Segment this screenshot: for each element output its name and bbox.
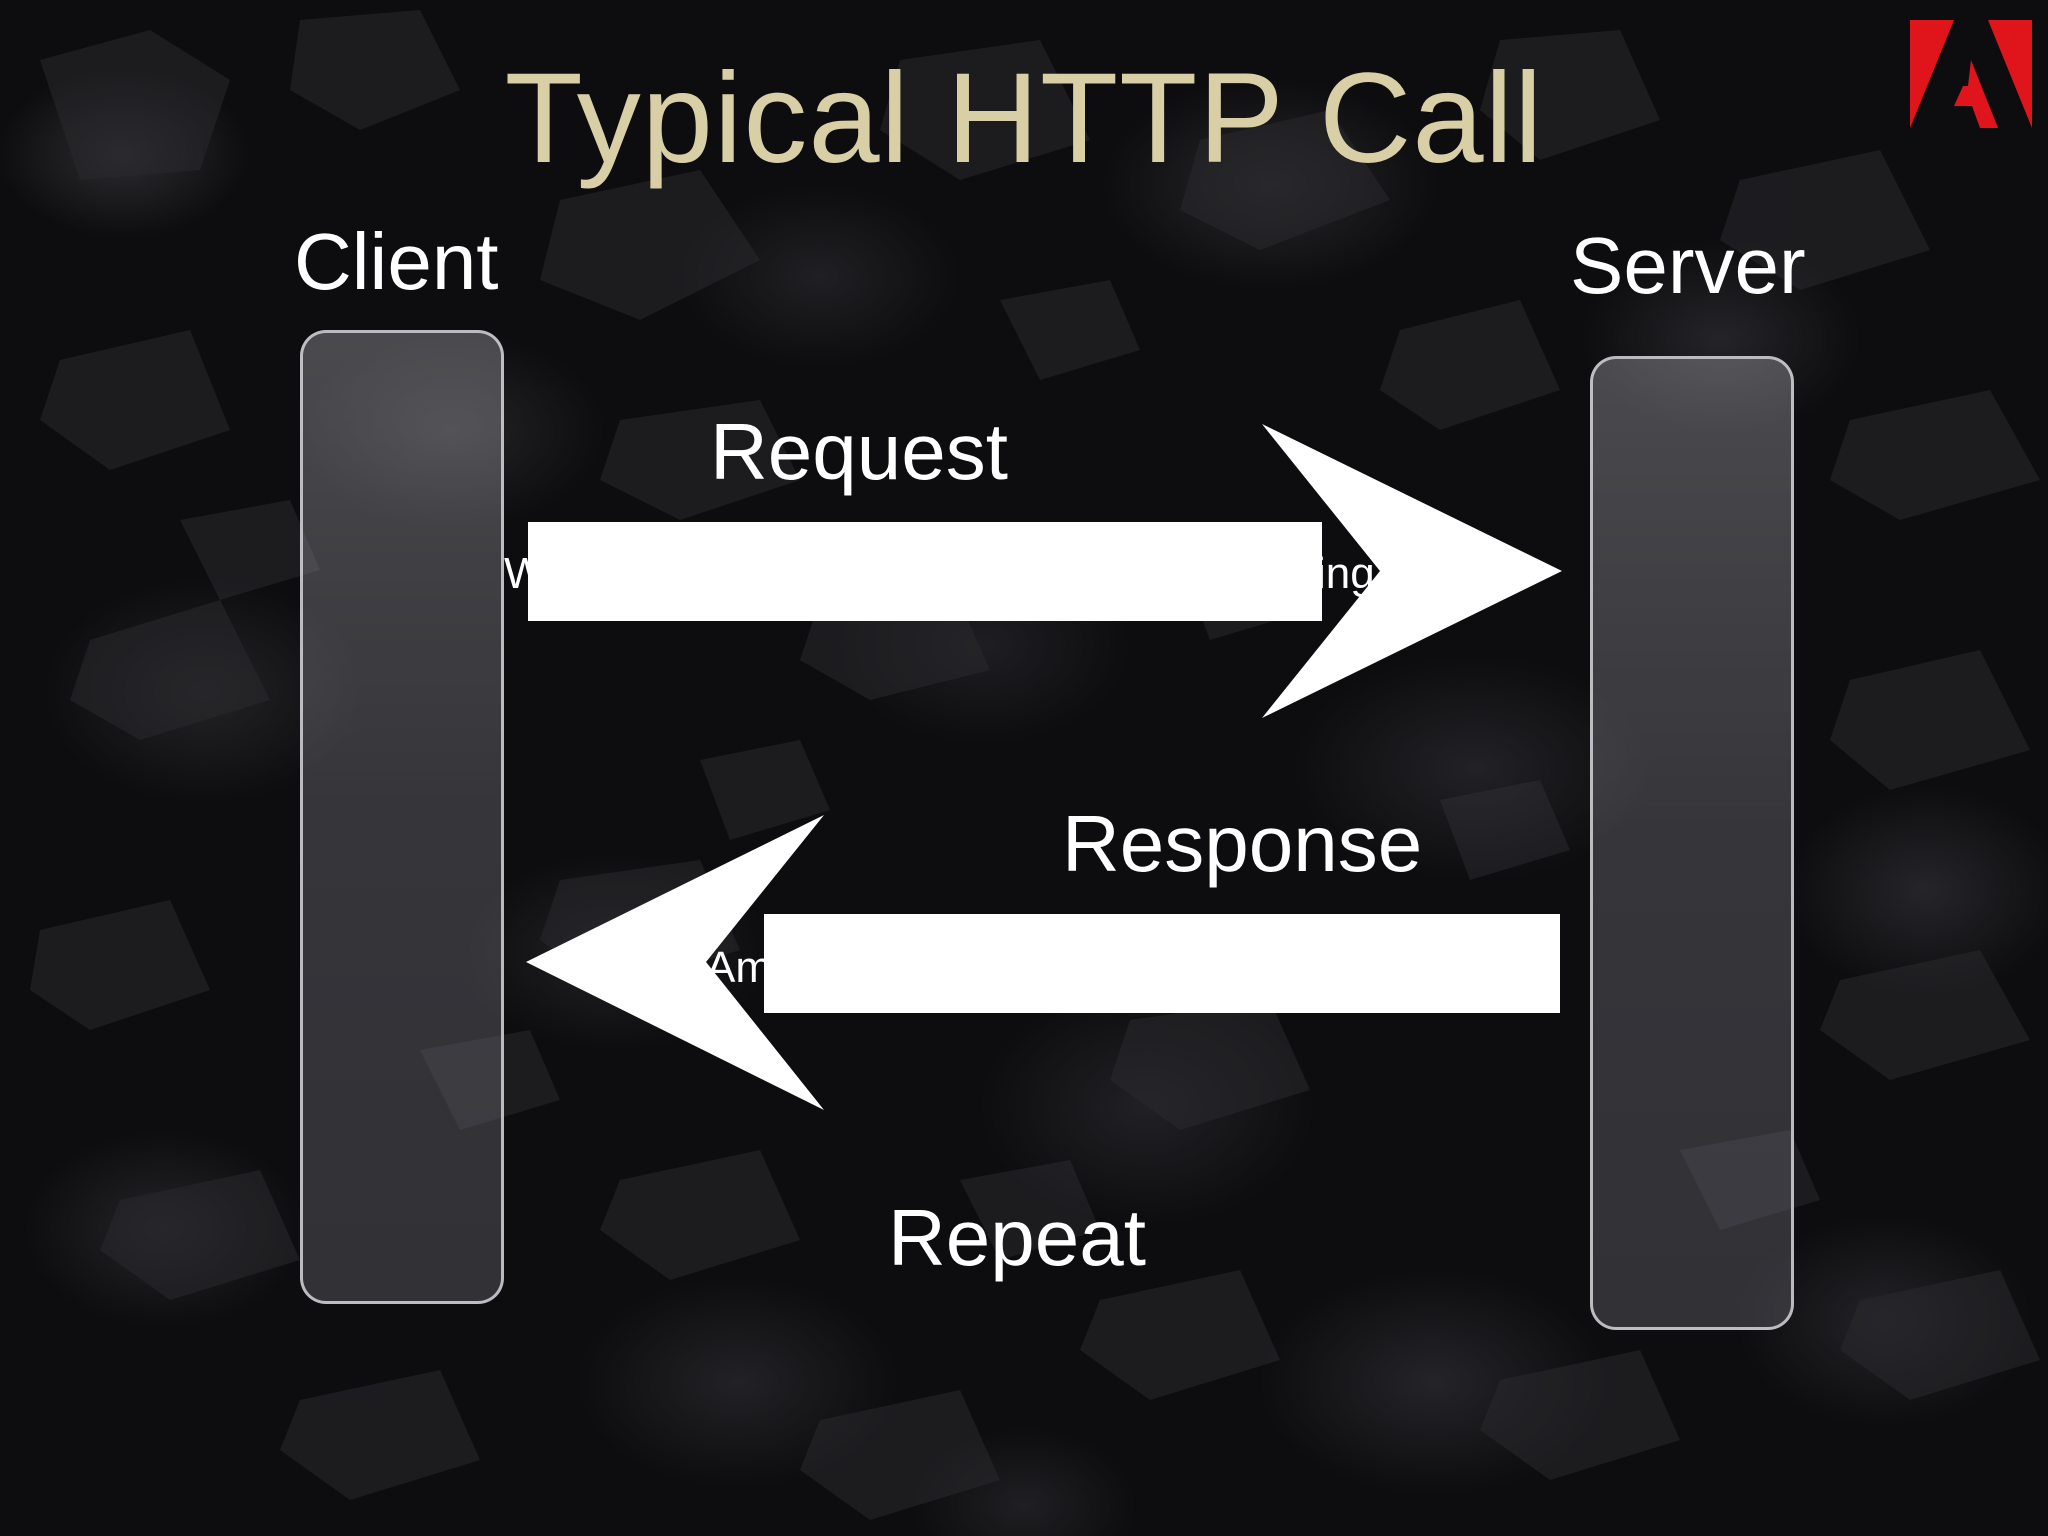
request-arrow-icon [528, 424, 1562, 718]
response-arrow-shaft [764, 914, 1560, 1013]
response-label: Response [1062, 799, 1423, 888]
client-label: Client [294, 217, 499, 306]
slide-title: Typical HTTP Call [504, 47, 1544, 190]
request-label: Request [710, 407, 1008, 496]
server-label: Server [1570, 221, 1806, 310]
response-arrow-head [526, 815, 824, 1110]
server-lane [1590, 356, 1794, 1330]
adobe-logo-icon [1910, 20, 2032, 128]
request-arrow-shaft [528, 522, 1322, 621]
request-arrow-head [1262, 424, 1562, 718]
request-partial-text-right: ing [1316, 549, 1375, 598]
response-arrow-icon [526, 815, 1560, 1110]
client-lane [300, 330, 504, 1304]
repeat-label: Repeat [888, 1193, 1146, 1282]
